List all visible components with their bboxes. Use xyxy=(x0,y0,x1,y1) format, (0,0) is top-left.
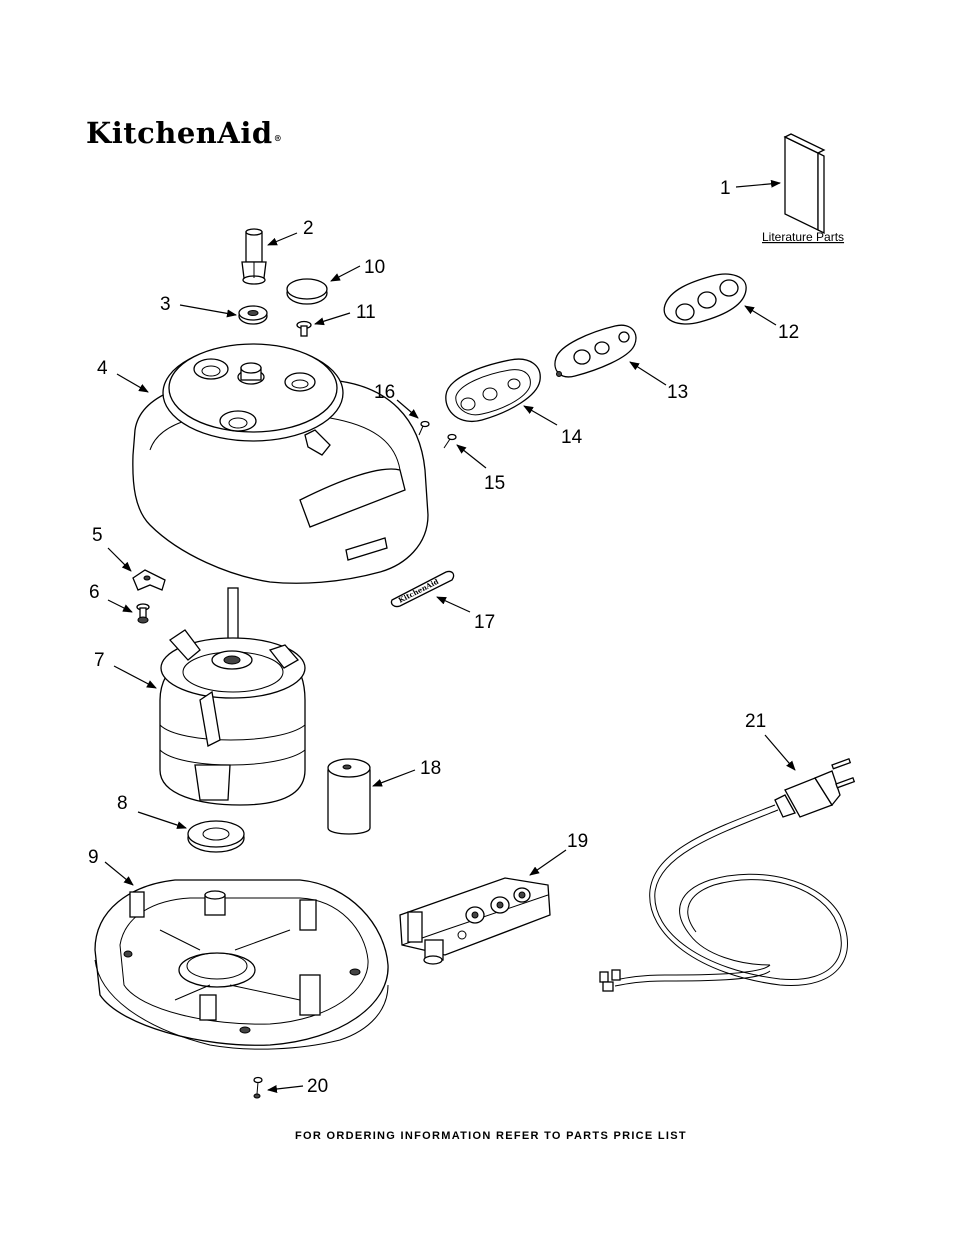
literature-parts-label: Literature Parts xyxy=(762,230,844,244)
callout-5: 5 xyxy=(92,525,103,546)
part-16-screw xyxy=(419,422,429,436)
part-4-motor-housing xyxy=(133,344,428,583)
callout-15: 15 xyxy=(484,473,505,494)
part-1-literature-booklet xyxy=(785,134,824,233)
part-2-drive-adapter xyxy=(242,229,266,284)
part-9-base xyxy=(95,880,388,1049)
callout-12: 12 xyxy=(778,322,799,343)
callout-4: 4 xyxy=(97,358,108,379)
callout-20: 20 xyxy=(307,1076,328,1097)
callout-10: 10 xyxy=(364,257,385,278)
part-11-screw xyxy=(297,322,311,337)
callout-17: 17 xyxy=(474,612,495,633)
part-5-clip xyxy=(133,570,165,590)
callout-3: 3 xyxy=(160,294,171,315)
part-6-screw xyxy=(137,604,149,623)
part-10-cap xyxy=(287,279,327,304)
ordering-info-footer: FOR ORDERING INFORMATION REFER TO PARTS … xyxy=(295,1130,687,1142)
callout-19: 19 xyxy=(567,831,588,852)
callout-8: 8 xyxy=(117,793,128,814)
part-21-power-cord xyxy=(600,759,854,991)
callout-9: 9 xyxy=(88,847,99,868)
part-3-bearing-ring xyxy=(239,306,267,324)
callout-14: 14 xyxy=(561,427,583,448)
part-8-gasket xyxy=(188,821,244,852)
callout-21: 21 xyxy=(745,711,766,732)
callout-16: 16 xyxy=(374,382,395,403)
part-20-screw xyxy=(254,1078,262,1099)
callout-7: 7 xyxy=(94,650,105,671)
badge-wordmark: KitchenAid xyxy=(397,577,440,605)
part-14-switch-frame xyxy=(446,359,540,421)
part-18-capacitor xyxy=(328,759,370,834)
callout-2: 2 xyxy=(303,218,314,239)
callout-18: 18 xyxy=(420,758,441,779)
part-17-badge: KitchenAid xyxy=(391,571,453,606)
part-19-switch-board xyxy=(400,878,550,964)
callout-13: 13 xyxy=(667,382,688,403)
callout-6: 6 xyxy=(89,582,100,603)
callout-1: 1 xyxy=(720,178,731,199)
part-13-switch-plate xyxy=(555,325,636,377)
callout-11: 11 xyxy=(356,302,376,323)
part-12-control-overlay xyxy=(664,274,746,324)
part-7-motor xyxy=(160,588,305,805)
part-15-screw xyxy=(444,435,456,449)
